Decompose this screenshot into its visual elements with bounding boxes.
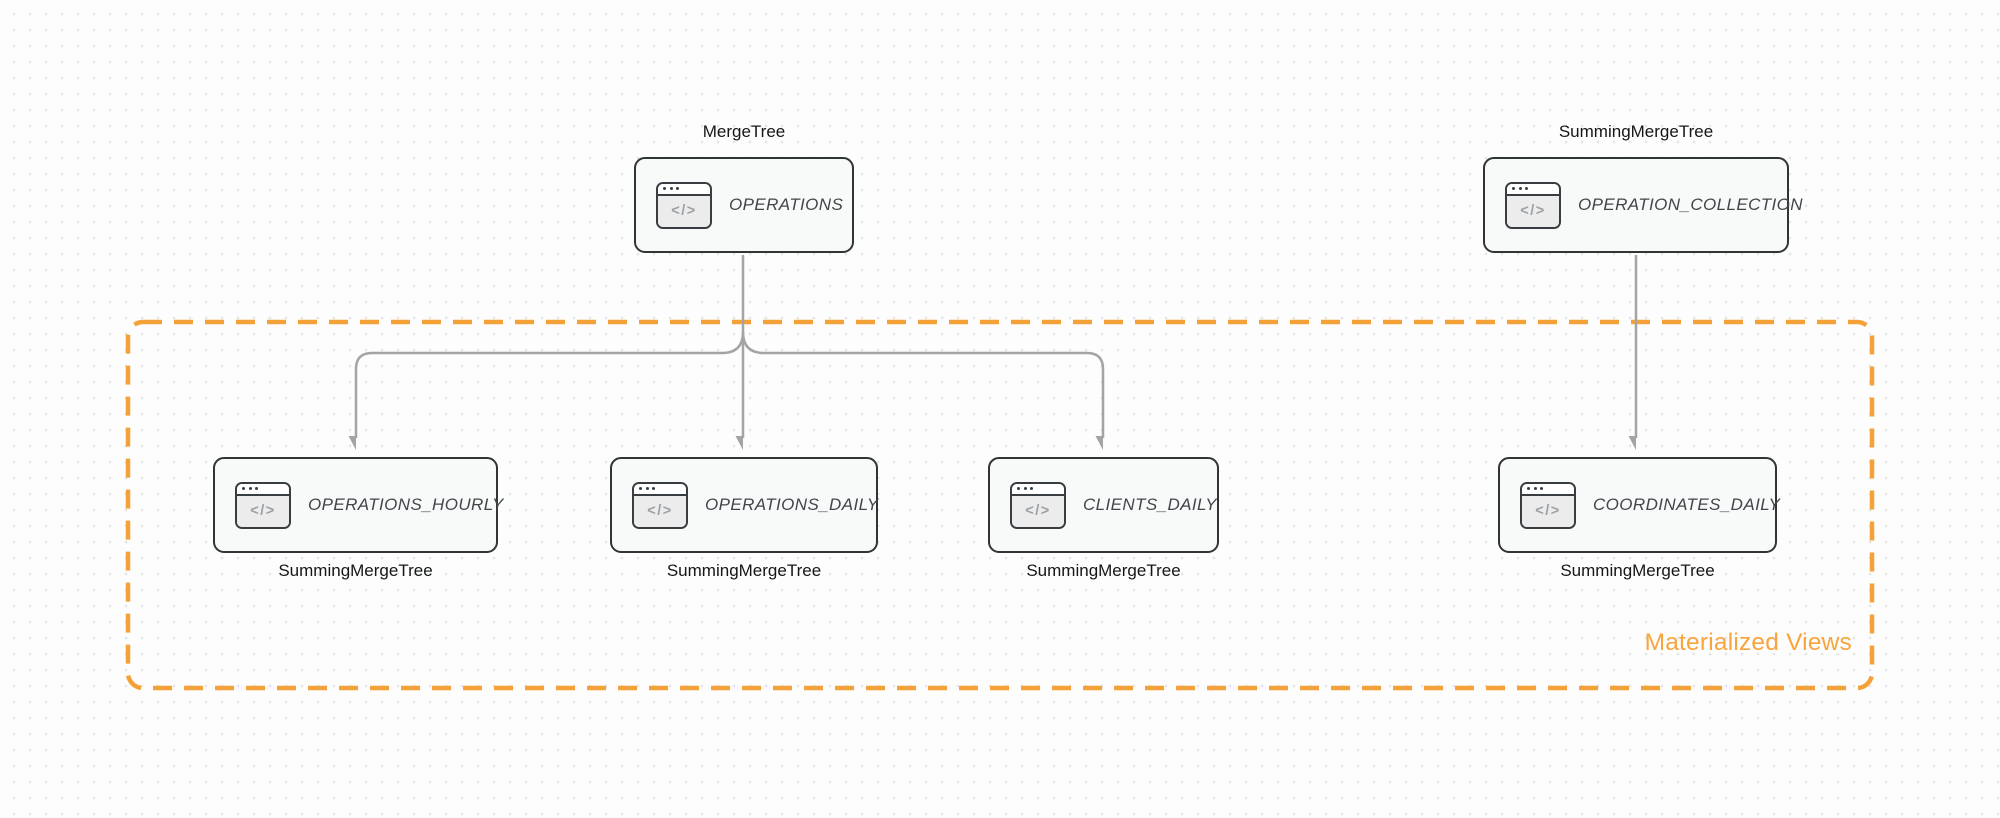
window-dot (255, 487, 258, 490)
edge-operations-to-operations-hourly (356, 331, 745, 438)
node-operation-collection-name: OPERATION_COLLECTION (1578, 195, 1803, 214)
code-window-icon: </> (1520, 481, 1576, 529)
engine-label-operation-collection: SummingMergeTree (1558, 122, 1714, 141)
window-dot (1518, 187, 1522, 190)
node-clients-daily-name: CLIENTS_DAILY (1083, 495, 1218, 514)
node-operations-name: OPERATIONS (729, 195, 844, 214)
window-dot (1512, 187, 1515, 190)
code-glyph: </> (634, 495, 686, 527)
window-titlebar (1522, 483, 1574, 496)
code-glyph: </> (658, 195, 710, 227)
window-dot (1527, 487, 1530, 490)
window-dot (663, 187, 666, 190)
code-window-icon: </> (656, 181, 712, 229)
code-glyph: </> (1507, 195, 1559, 227)
window-dot (639, 487, 642, 490)
engine-label-coordinates-daily: SummingMergeTree (1560, 561, 1715, 580)
engine-label-operations: MergeTree (702, 122, 786, 141)
node-operations-hourly-name: OPERATIONS_HOURLY (308, 495, 504, 514)
window-dot (676, 187, 679, 190)
engine-label-clients-daily: SummingMergeTree (1026, 561, 1181, 580)
window-dot (1540, 487, 1543, 490)
node-operations-daily-name: OPERATIONS_DAILY (705, 495, 879, 514)
node-coordinates-daily-name: COORDINATES_DAILY (1593, 495, 1781, 514)
edge-operations-to-clients-daily (741, 331, 1105, 438)
window-titlebar (1507, 183, 1559, 196)
window-titlebar (634, 483, 686, 496)
window-dot (1017, 487, 1020, 490)
window-dot (1030, 487, 1033, 490)
code-window-icon: </> (1505, 181, 1561, 229)
engine-label-operations-daily: SummingMergeTree (666, 561, 822, 580)
node-clients-daily[interactable]: </> CLIENTS_DAILY (988, 457, 1219, 553)
window-dot (1023, 487, 1027, 490)
node-operations-daily[interactable]: </> OPERATIONS_DAILY (610, 457, 878, 553)
window-dot (242, 487, 245, 490)
code-window-icon: </> (632, 481, 688, 529)
window-dot (669, 187, 673, 190)
window-titlebar (1012, 483, 1064, 496)
code-window-icon: </> (235, 481, 291, 529)
window-dot (1525, 187, 1528, 190)
window-titlebar (237, 483, 289, 496)
materialized-views-group-frame (125, 319, 1875, 691)
code-glyph: </> (237, 495, 289, 527)
window-dot (652, 487, 655, 490)
materialized-views-label: Materialized Views (1644, 629, 1852, 656)
window-dot (645, 487, 649, 490)
engine-label-operations-hourly: SummingMergeTree (278, 561, 433, 580)
window-titlebar (658, 183, 710, 196)
node-operations[interactable]: </> OPERATIONS (634, 157, 854, 253)
code-glyph: </> (1012, 495, 1064, 527)
code-window-icon: </> (1010, 481, 1066, 529)
node-operation-collection[interactable]: </> OPERATION_COLLECTION (1483, 157, 1803, 253)
window-dot (248, 487, 252, 490)
code-glyph: </> (1522, 495, 1574, 527)
node-coordinates-daily[interactable]: </> COORDINATES_DAILY (1498, 457, 1781, 553)
window-dot (1533, 487, 1537, 490)
node-operations-hourly[interactable]: </> OPERATIONS_HOURLY (213, 457, 503, 553)
